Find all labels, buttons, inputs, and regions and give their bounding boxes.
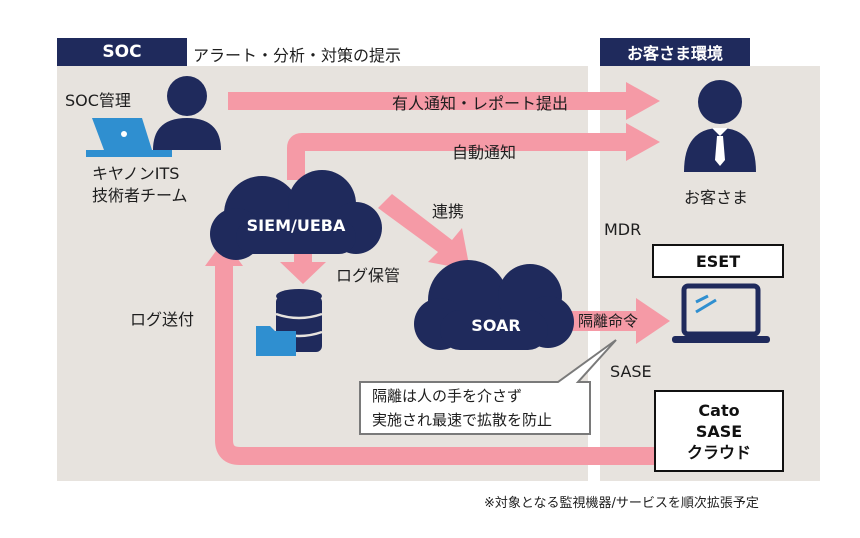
customer-person-label: お客さま bbox=[684, 188, 749, 207]
cato-box: Cato SASE クラウド bbox=[654, 390, 784, 472]
callout-text: 隔離は人の手を介さず 実施され最速で拡散を防止 bbox=[372, 384, 552, 432]
soar-cloud-icon bbox=[414, 260, 574, 350]
soc-laptop-icon bbox=[86, 118, 172, 157]
top-arrow bbox=[228, 82, 660, 120]
mdr-label: MDR bbox=[604, 220, 642, 239]
customer-person-icon bbox=[684, 80, 756, 172]
callout-line1: 隔離は人の手を介さず bbox=[372, 387, 523, 405]
cato-line3: クラウド bbox=[686, 442, 751, 462]
soar-cloud-label: SOAR bbox=[471, 316, 521, 335]
soc-tag: SOC bbox=[57, 38, 187, 66]
log-storage-label: ログ保管 bbox=[336, 266, 401, 285]
siem-cloud-icon bbox=[210, 170, 382, 260]
auto-arrow bbox=[287, 123, 660, 180]
callout-shape bbox=[359, 339, 617, 435]
team-line2: 技術者チーム bbox=[92, 186, 188, 205]
customer-tag: お客さま環境 bbox=[600, 38, 750, 66]
auto-arrow-label: 自動通知 bbox=[452, 143, 517, 162]
eset-box: ESET bbox=[652, 244, 784, 278]
isolate-label: 隔離命令 bbox=[578, 312, 639, 330]
link-label: 連携 bbox=[432, 202, 465, 221]
callout-line2: 実施され最速で拡散を防止 bbox=[372, 411, 553, 429]
sase-label: SASE bbox=[610, 362, 652, 381]
team-line1: キヤノンITS bbox=[92, 164, 180, 183]
soc-mgmt-label: SOC管理 bbox=[65, 91, 131, 110]
siem-cloud-label: SIEM/UEBA bbox=[246, 216, 346, 235]
customer-laptop-icon bbox=[672, 283, 770, 343]
log-send-label: ログ送付 bbox=[130, 310, 195, 329]
folder-icon bbox=[256, 326, 296, 356]
cato-line2: SASE bbox=[695, 421, 743, 441]
isolate-arrow bbox=[570, 298, 670, 344]
link-arrow bbox=[378, 194, 470, 270]
footnote: ※対象となる監視機器/サービスを順次拡張予定 bbox=[484, 496, 759, 511]
cato-line1: Cato bbox=[698, 400, 740, 420]
top-arrow-label: 有人通知・レポート提出 bbox=[392, 94, 569, 113]
eset-label: ESET bbox=[695, 251, 741, 271]
soc-subtitle: アラート・分析・対策の提示 bbox=[193, 46, 402, 65]
soc-person-icon bbox=[153, 76, 221, 150]
